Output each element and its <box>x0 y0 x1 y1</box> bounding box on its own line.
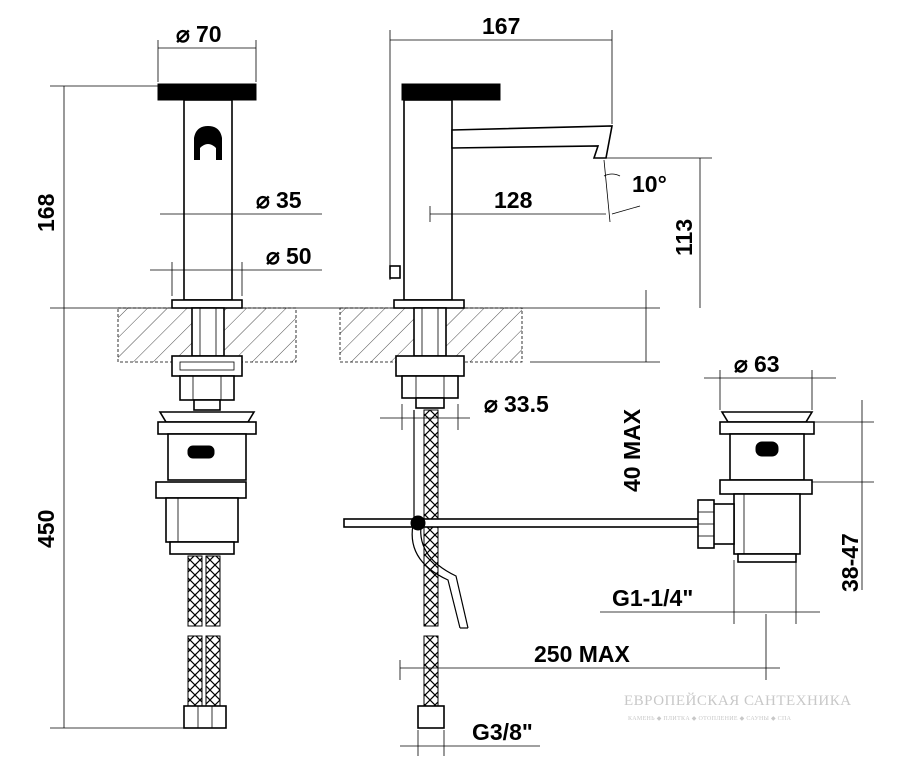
braided-hose-side <box>423 409 439 627</box>
dim-38-47: 38-47 <box>837 533 863 592</box>
dim-168: 168 <box>33 193 59 232</box>
watermark-line1: ЕВРОПЕЙСКАЯ САНТЕХНИКА <box>624 692 852 709</box>
overflow-slot-detail <box>755 441 779 457</box>
diameter-symbol: ⌀ <box>734 351 748 377</box>
spout <box>451 125 613 159</box>
braided-hose-front-right <box>205 555 221 627</box>
waste-flange-front <box>155 481 247 499</box>
dim-g3-8: G3/8" <box>472 719 533 745</box>
dim-diameter-50: 50 <box>286 243 312 269</box>
hose-fitting-side <box>417 705 445 729</box>
waste-cap-detail <box>720 411 814 423</box>
dim-diameter-70: 70 <box>196 21 222 47</box>
dim-40-max: 40 MAX <box>619 408 645 492</box>
dimension-lines <box>50 30 874 756</box>
base-flange-front <box>171 299 243 309</box>
watermark-line2: КАМЕНЬ ◆ ПЛИТКА ◆ ОТОПЛЕНИЕ ◆ САУНЫ ◆ СП… <box>628 716 792 722</box>
dim-g1-1-4: G1-1/4" <box>612 585 693 611</box>
fixing-nut-front <box>171 355 243 377</box>
hose-fitting-front <box>183 705 227 729</box>
overflow-slot-front <box>187 445 215 459</box>
dim-113: 113 <box>671 219 697 256</box>
dim-angle-10: 10° <box>632 171 667 197</box>
dim-diameter-63: 63 <box>754 351 780 377</box>
dim-diameter-33-5: 33.5 <box>504 391 549 417</box>
side-view <box>339 83 721 729</box>
popup-rod-knob <box>389 265 401 279</box>
braided-hose-front-left <box>187 555 203 627</box>
diameter-symbol: ⌀ <box>266 243 280 269</box>
dim-250-max: 250 MAX <box>534 641 631 667</box>
dim-128: 128 <box>494 187 533 213</box>
watermark: ЕВРОПЕЙСКАЯ САНТЕХНИКА КАМЕНЬ ◆ ПЛИТКА ◆… <box>624 692 852 722</box>
dim-diameter-35: 35 <box>276 187 302 213</box>
dim-167: 167 <box>482 13 520 39</box>
waste-detail <box>697 411 815 563</box>
faucet-body-side <box>403 99 453 301</box>
diameter-symbol: ⌀ <box>256 187 270 213</box>
dim-450: 450 <box>33 510 59 548</box>
handle-cap <box>157 83 257 101</box>
shank-front <box>191 307 225 357</box>
waste-cap-front <box>158 411 256 423</box>
outlet-shape <box>194 126 222 160</box>
popup-lever <box>343 518 721 528</box>
handle-cap-side <box>401 83 501 101</box>
hex-nut-front <box>179 375 235 401</box>
dimension-labels: ⌀ 70 ⌀ 35 ⌀ 50 167 128 10° 113 168 450 ⌀… <box>33 13 863 745</box>
front-view <box>117 83 297 729</box>
diameter-symbol: ⌀ <box>176 21 190 47</box>
diameter-symbol: ⌀ <box>484 391 498 417</box>
